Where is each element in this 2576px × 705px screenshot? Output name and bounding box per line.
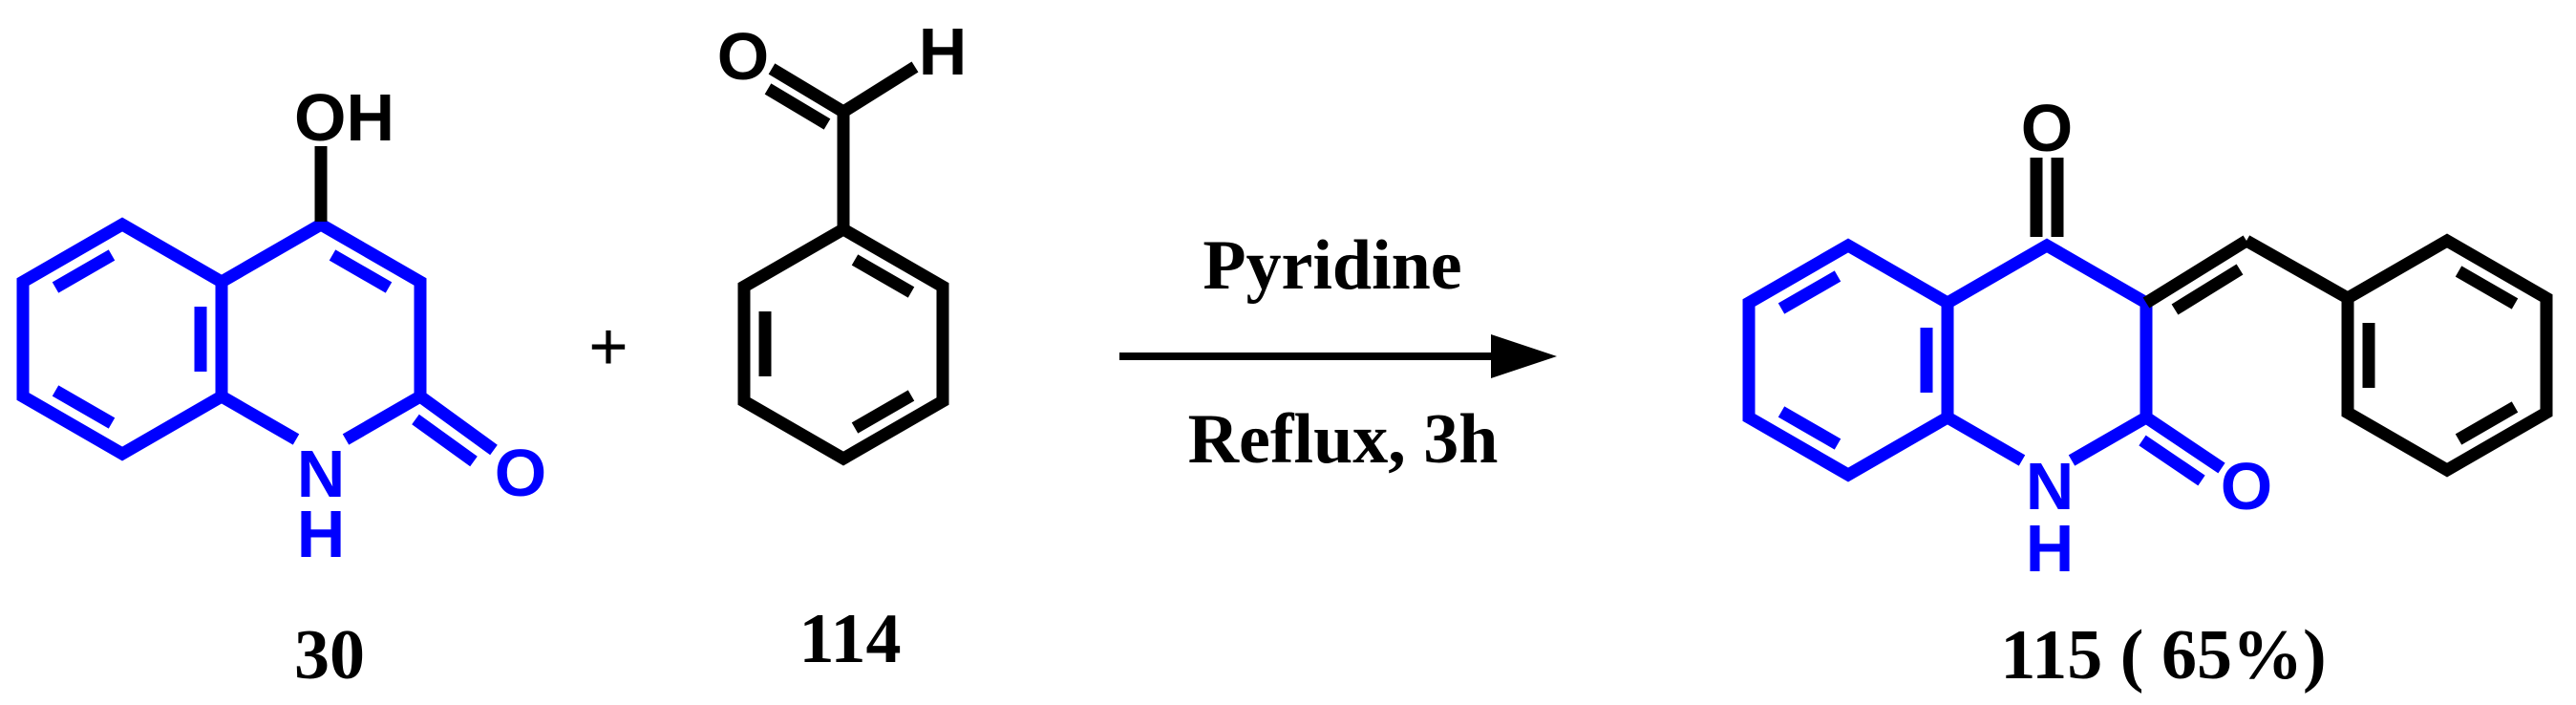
quinolinone-30-aromatic-inner-bonds [52,249,393,429]
quinolinedione-115-aromatic-inner-bonds [1778,270,1933,450]
lactam-115-carbonyl-double-bond [2139,412,2225,486]
amine-nitrogen-label: N [297,437,346,511]
conditions-below-label: Reflux, 3h [1188,400,1499,479]
ketone-oxygen-label: O [2021,91,2073,165]
compound-115-label: 115 ( 65%) [2000,616,2326,694]
ketone-115-double-bond [2030,158,2064,237]
quinolinedione-115-bonds [1742,238,2153,482]
arrow-head [1491,334,1557,378]
aldehyde-114-bonds [764,61,919,229]
phenyl-115-aromatic-inner-bonds [2362,266,2519,445]
aldehyde-oxygen-label: O [717,19,769,94]
amide-nitrogen-label: N [2026,449,2075,523]
benzene-114-bonds [737,222,949,466]
amine-hydrogen-label: H [297,497,346,571]
reactant-114-group: O H 114 [717,14,968,678]
plus-sign: + [588,309,628,387]
compound-30-label: 30 [294,616,365,694]
benzylidene-115-bonds [2142,235,2352,315]
quinolinone-30-bonds [16,217,427,461]
reactant-30-group: OH N H O 30 [16,80,546,694]
product-115-group: O N H O 115 ( 65%) [1742,91,2553,694]
amide-hydrogen-label: H [2026,511,2075,586]
lactam-oxygen-115-label: O [2221,449,2272,523]
reaction-arrow-group: Pyridine Reflux, 3h [1119,226,1557,479]
conditions-above-label: Pyridine [1203,226,1461,305]
compound-114-label: 114 [799,600,902,678]
hydroxyl-label: OH [294,80,394,155]
lactam-30-carbonyl-double-bond [412,391,498,467]
benzene-114-aromatic-inner-bonds [758,254,915,434]
aldehyde-hydrogen-label: H [919,14,968,89]
phenyl-115-bonds [2341,233,2553,478]
lactam-oxygen-label: O [495,436,546,510]
